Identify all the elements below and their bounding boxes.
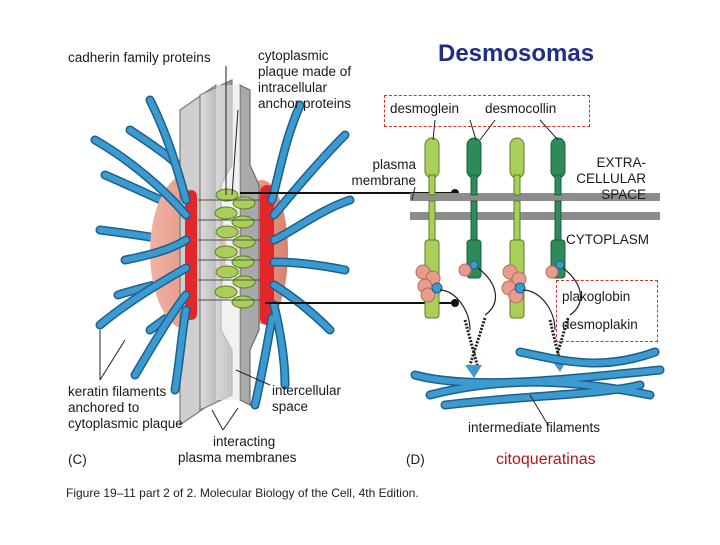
membrane-lower bbox=[410, 212, 660, 220]
figure-title: Desmosomas bbox=[438, 40, 595, 67]
red-plaque-right bbox=[260, 185, 274, 325]
figure-caption: Figure 19–11 part 2 of 2. Molecular Biol… bbox=[66, 486, 419, 500]
desmoglein-desmocollin-box bbox=[384, 95, 590, 127]
panel-c bbox=[90, 66, 459, 431]
cytoplasm-label: CYTOPLASM bbox=[566, 232, 650, 247]
extracellular-label-1: EXTRA- bbox=[596, 155, 646, 170]
plakoglobin-label: plakoglobin bbox=[562, 289, 631, 304]
membrane-upper bbox=[410, 193, 660, 201]
plasma-membrane-label-2: membrane bbox=[351, 173, 416, 188]
plakoglobin-desmoplakin-box bbox=[556, 280, 658, 342]
panel-d-leaders bbox=[411, 119, 559, 426]
plakoglobin-clusters bbox=[415, 263, 559, 304]
keratin-label-1: keratin filaments bbox=[68, 384, 167, 399]
membranes-label-2: plasma membranes bbox=[178, 450, 297, 465]
panel-c-leaders bbox=[99, 66, 271, 431]
keratin-label-2: anchored to bbox=[68, 400, 140, 415]
plaque-label-1: cytoplasmic bbox=[258, 48, 329, 63]
intermediate-filaments-label: intermediate filaments bbox=[468, 420, 601, 435]
plaque-label-2: plaque made of bbox=[258, 64, 352, 79]
citoqueratinas-label: citoqueratinas bbox=[496, 451, 596, 468]
membranes-label-1: interacting bbox=[213, 434, 276, 449]
keratin-filaments-front bbox=[90, 95, 355, 410]
extracellular-label-2: CELLULAR bbox=[576, 171, 646, 186]
plasma-membrane-label-1: plasma bbox=[372, 157, 416, 172]
extracellular-label-3: SPACE bbox=[601, 187, 646, 202]
cadherin-proteins bbox=[214, 188, 256, 309]
intermediate-filaments bbox=[410, 347, 665, 410]
desmoplakin-blue-balls bbox=[431, 260, 565, 294]
cadherin-links bbox=[198, 199, 260, 301]
red-plaque-left bbox=[185, 190, 197, 320]
cadherin-label: cadherin family proteins bbox=[68, 50, 211, 65]
plaque-label-4: anchor proteins bbox=[258, 96, 352, 111]
desmoglein-label: desmoglein bbox=[390, 101, 460, 116]
panel-d-letter: (D) bbox=[406, 452, 425, 467]
desmocollin-label: desmocollin bbox=[485, 101, 557, 116]
panel-c-letter: (C) bbox=[68, 452, 87, 467]
intercellular-label-1: intercellular bbox=[272, 383, 342, 398]
desmoplakin-linkers bbox=[439, 267, 582, 331]
desmoplakin-label: desmoplakin bbox=[562, 317, 638, 332]
plaque-label-3: intracellular bbox=[258, 80, 328, 95]
intercellular-label-2: space bbox=[272, 399, 309, 414]
keratin-label-3: cytoplasmic plaque bbox=[68, 416, 183, 431]
panel-d bbox=[410, 119, 665, 426]
